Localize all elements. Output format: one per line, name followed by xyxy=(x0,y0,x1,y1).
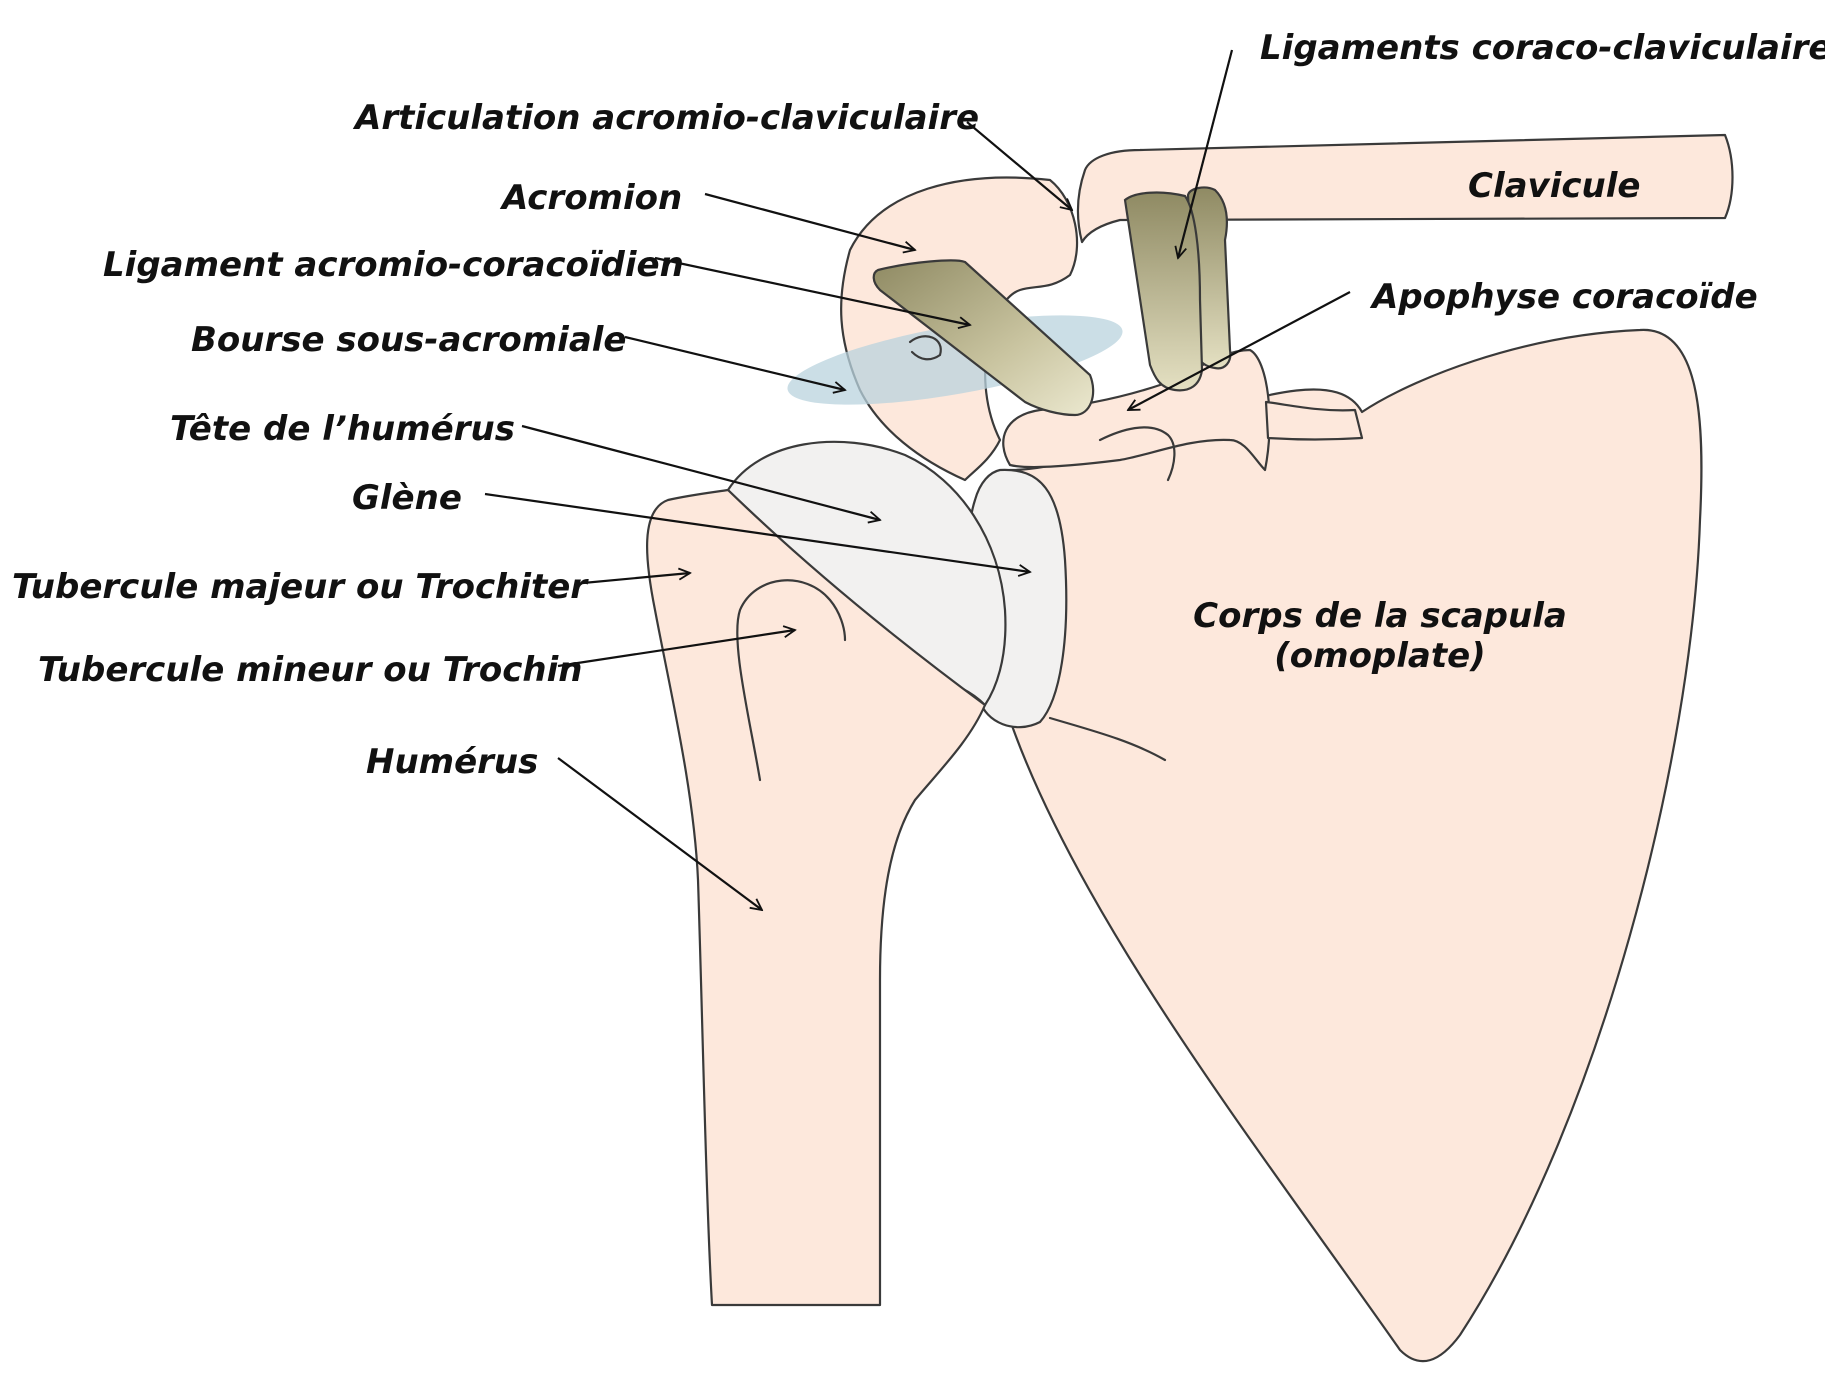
coracoid-hook xyxy=(1098,426,1176,482)
label-corps-scapula: Corps de la scapula (omoplate) xyxy=(1180,596,1580,676)
scapula-body xyxy=(997,328,1703,1363)
label-corps-scapula-line2: (omoplate) xyxy=(1274,636,1486,676)
label-clavicule: Clavicule xyxy=(1468,166,1641,206)
bursa-fold xyxy=(908,335,942,361)
leader-acromio-coracoidien xyxy=(654,256,970,325)
leader-tubercule-mineur xyxy=(557,630,795,668)
label-tete-humerus: Tête de l’humérus xyxy=(170,409,515,449)
leader-tete-humerus xyxy=(521,424,880,520)
leader-glene xyxy=(484,492,1030,572)
leader-tubercule-majeur xyxy=(582,573,690,585)
label-bourse-sous-acromiale: Bourse sous-acromiale xyxy=(191,320,627,360)
label-glene: Glène xyxy=(352,478,462,518)
leader-coraco-claviculaires xyxy=(1178,49,1234,258)
leader-apophyse-coracoide xyxy=(1128,291,1351,411)
coracoacromial-ligament xyxy=(872,259,1095,417)
leader-acromio-claviculaire xyxy=(966,121,1072,210)
label-tubercule-majeur: Tubercule majeur ou Trochiter xyxy=(12,567,588,607)
lesser-tubercle-line xyxy=(736,579,847,782)
label-acromion: Acromion xyxy=(502,178,683,218)
leader-bourse xyxy=(624,335,845,390)
label-apophyse-coracoide: Apophyse coracoïde xyxy=(1372,277,1758,317)
label-tubercule-mineur: Tubercule mineur ou Trochin xyxy=(38,650,583,690)
clavicle xyxy=(1076,133,1734,244)
leader-acromion xyxy=(704,192,915,250)
coracoid-ridge xyxy=(1264,400,1364,441)
label-ligaments-coraco-claviculaires: Ligaments coraco-claviculaires xyxy=(1260,28,1825,68)
leader-humerus xyxy=(557,757,762,910)
scapula-neck-line xyxy=(1048,716,1167,762)
label-articulation-acromio-claviculaire: Articulation acromio-claviculaire xyxy=(355,98,980,138)
label-corps-scapula-line1: Corps de la scapula xyxy=(1193,596,1567,636)
label-humerus: Humérus xyxy=(366,742,539,782)
label-ligament-acromio-coracoidien: Ligament acromio-coracoïdien xyxy=(103,245,684,285)
conoid-ligament xyxy=(1123,191,1204,392)
humerus-bone xyxy=(646,488,987,1307)
